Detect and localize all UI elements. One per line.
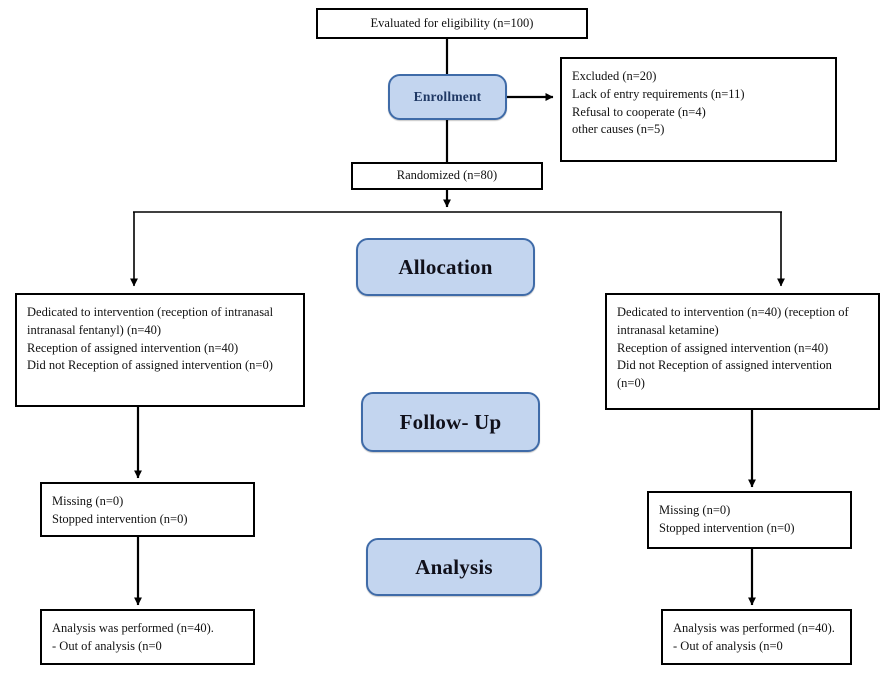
box-allocation-ketamine-text: Dedicated to intervention (n=40) (recept… (617, 305, 849, 390)
box-analysis-right: Analysis was performed (n=40). - Out of … (661, 609, 852, 665)
box-allocation-fentanyl-text: Dedicated to intervention (reception of … (27, 305, 274, 373)
box-randomized-text: Randomized (n=80) (396, 168, 498, 183)
box-excluded-text: Excluded (n=20) Lack of entry requiremen… (572, 69, 745, 137)
box-evaluated-for-eligibility: Evaluated for eligibility (n=100) (316, 8, 588, 39)
stage-allocation: Allocation (356, 238, 535, 296)
box-randomized: Randomized (n=80) (351, 162, 543, 190)
box-analysis-left: Analysis was performed (n=40). - Out of … (40, 609, 255, 665)
stage-follow-up: Follow- Up (361, 392, 540, 452)
box-analysis-left-text: Analysis was performed (n=40). - Out of … (52, 621, 214, 653)
stage-enrollment: Enrollment (388, 74, 507, 120)
stage-analysis: Analysis (366, 538, 542, 596)
box-allocation-fentanyl: Dedicated to intervention (reception of … (15, 293, 305, 407)
box-evaluated-for-eligibility-text: Evaluated for eligibility (n=100) (370, 15, 534, 30)
box-followup-left-text: Missing (n=0) Stopped intervention (n=0) (52, 494, 188, 526)
box-followup-right: Missing (n=0) Stopped intervention (n=0) (647, 491, 852, 549)
stage-allocation-label: Allocation (398, 254, 493, 279)
stage-follow-up-label: Follow- Up (399, 409, 502, 434)
box-followup-left: Missing (n=0) Stopped intervention (n=0) (40, 482, 255, 537)
box-excluded: Excluded (n=20) Lack of entry requiremen… (560, 57, 837, 162)
stage-enrollment-label: Enrollment (413, 89, 482, 104)
box-followup-right-text: Missing (n=0) Stopped intervention (n=0) (659, 503, 795, 535)
box-allocation-ketamine: Dedicated to intervention (n=40) (recept… (605, 293, 880, 410)
stage-analysis-label: Analysis (415, 554, 493, 579)
box-analysis-right-text: Analysis was performed (n=40). - Out of … (673, 621, 835, 653)
